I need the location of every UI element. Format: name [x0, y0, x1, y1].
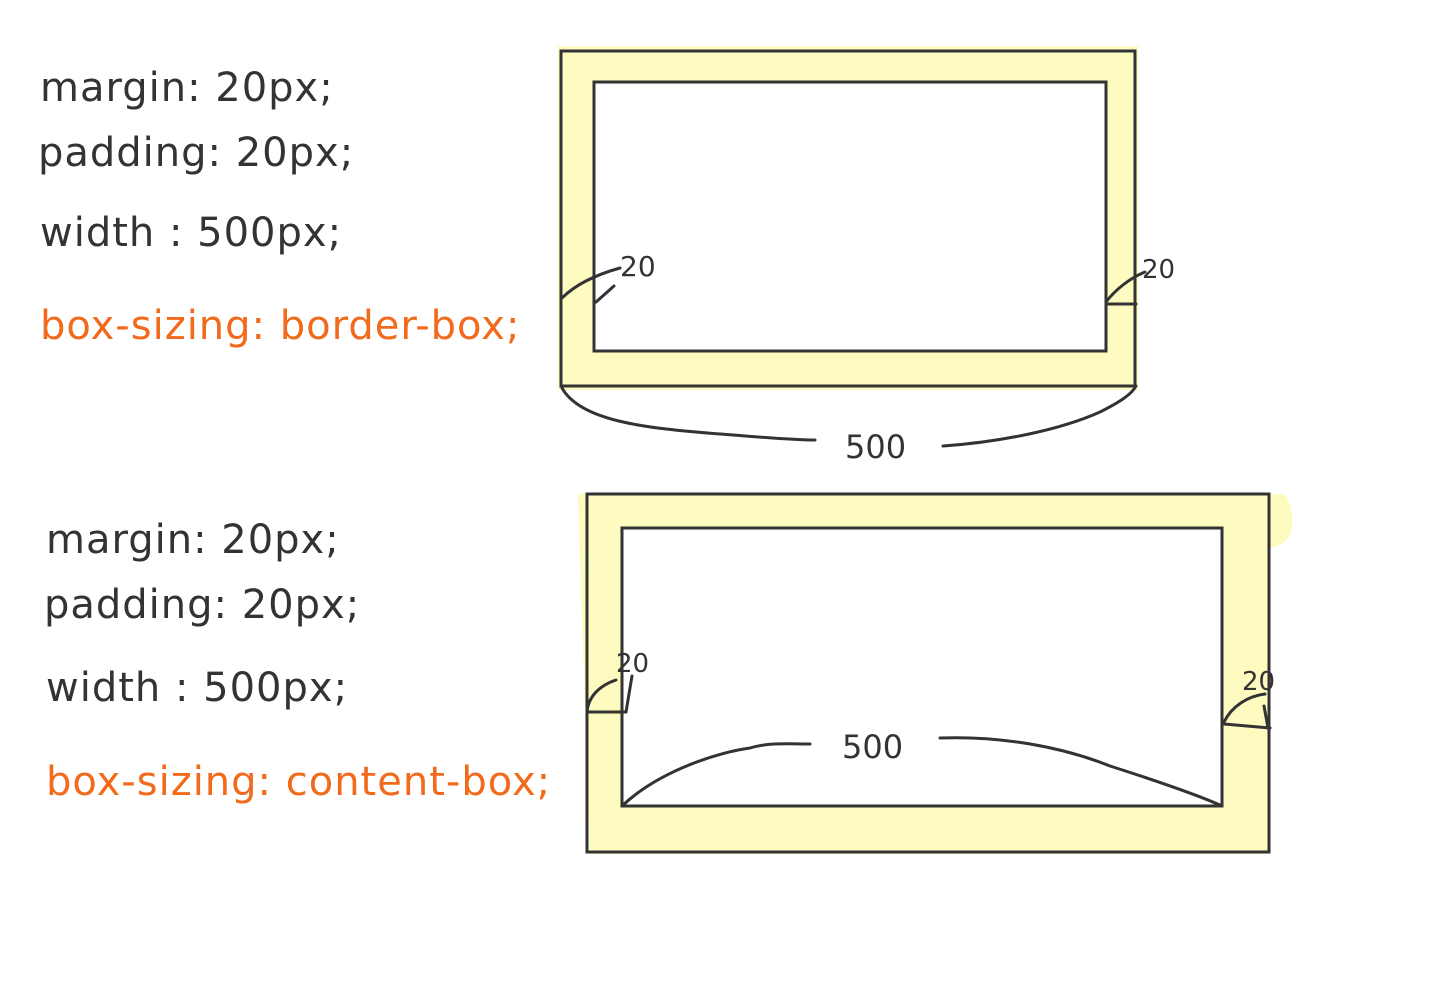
- border-box-right-padding-label: 20: [1142, 255, 1175, 285]
- border-box-padding-highlight: [558, 46, 1138, 390]
- border-box-right-padding-arc: [1104, 270, 1147, 304]
- box1-box-sizing-text: box-sizing: border-box;: [40, 303, 521, 349]
- content-box-outer-border: [585, 492, 1271, 854]
- box1-margin-text: margin: 20px;: [40, 65, 334, 111]
- border-box-outer-border: [559, 49, 1137, 388]
- content-box-right-padding-bar: [1222, 722, 1272, 730]
- border-box-content-area: [592, 80, 1108, 353]
- border-box-width-label: 500: [845, 428, 906, 466]
- border-box-width-brace-right: [941, 384, 1138, 448]
- content-box-diagram: 20 20 500: [578, 492, 1293, 854]
- content-box-right-padding-label: 20: [1242, 667, 1275, 697]
- content-box-left-padding-label: 20: [616, 649, 649, 679]
- border-box-left-padding-arc: [560, 266, 622, 300]
- content-box-left-padding-tick: [624, 674, 634, 714]
- box1-padding-text: padding: 20px;: [38, 130, 355, 176]
- content-box-right-padding-tick: [1262, 704, 1270, 730]
- border-box-diagram: 20 20 500: [558, 46, 1175, 466]
- content-box-padding-highlight: [578, 494, 1293, 854]
- border-box-left-padding-tick: [594, 284, 616, 304]
- content-box-content-area: [620, 526, 1224, 808]
- content-box-width-arc-right: [938, 736, 1224, 808]
- box2-box-sizing-text: box-sizing: content-box;: [46, 759, 552, 805]
- content-box-left-padding-arc: [585, 678, 618, 714]
- content-box-width-arc-left: [620, 742, 812, 808]
- box1-width-text: width : 500px;: [40, 210, 343, 256]
- box2-margin-text: margin: 20px;: [46, 517, 340, 563]
- border-box-width-brace-left: [560, 386, 817, 442]
- content-box-width-label: 500: [842, 728, 903, 766]
- border-box-left-padding-label: 20: [620, 250, 656, 283]
- box2-width-text: width : 500px;: [46, 665, 349, 711]
- content-box-right-padding-arc: [1222, 692, 1267, 724]
- box2-padding-text: padding: 20px;: [44, 582, 361, 628]
